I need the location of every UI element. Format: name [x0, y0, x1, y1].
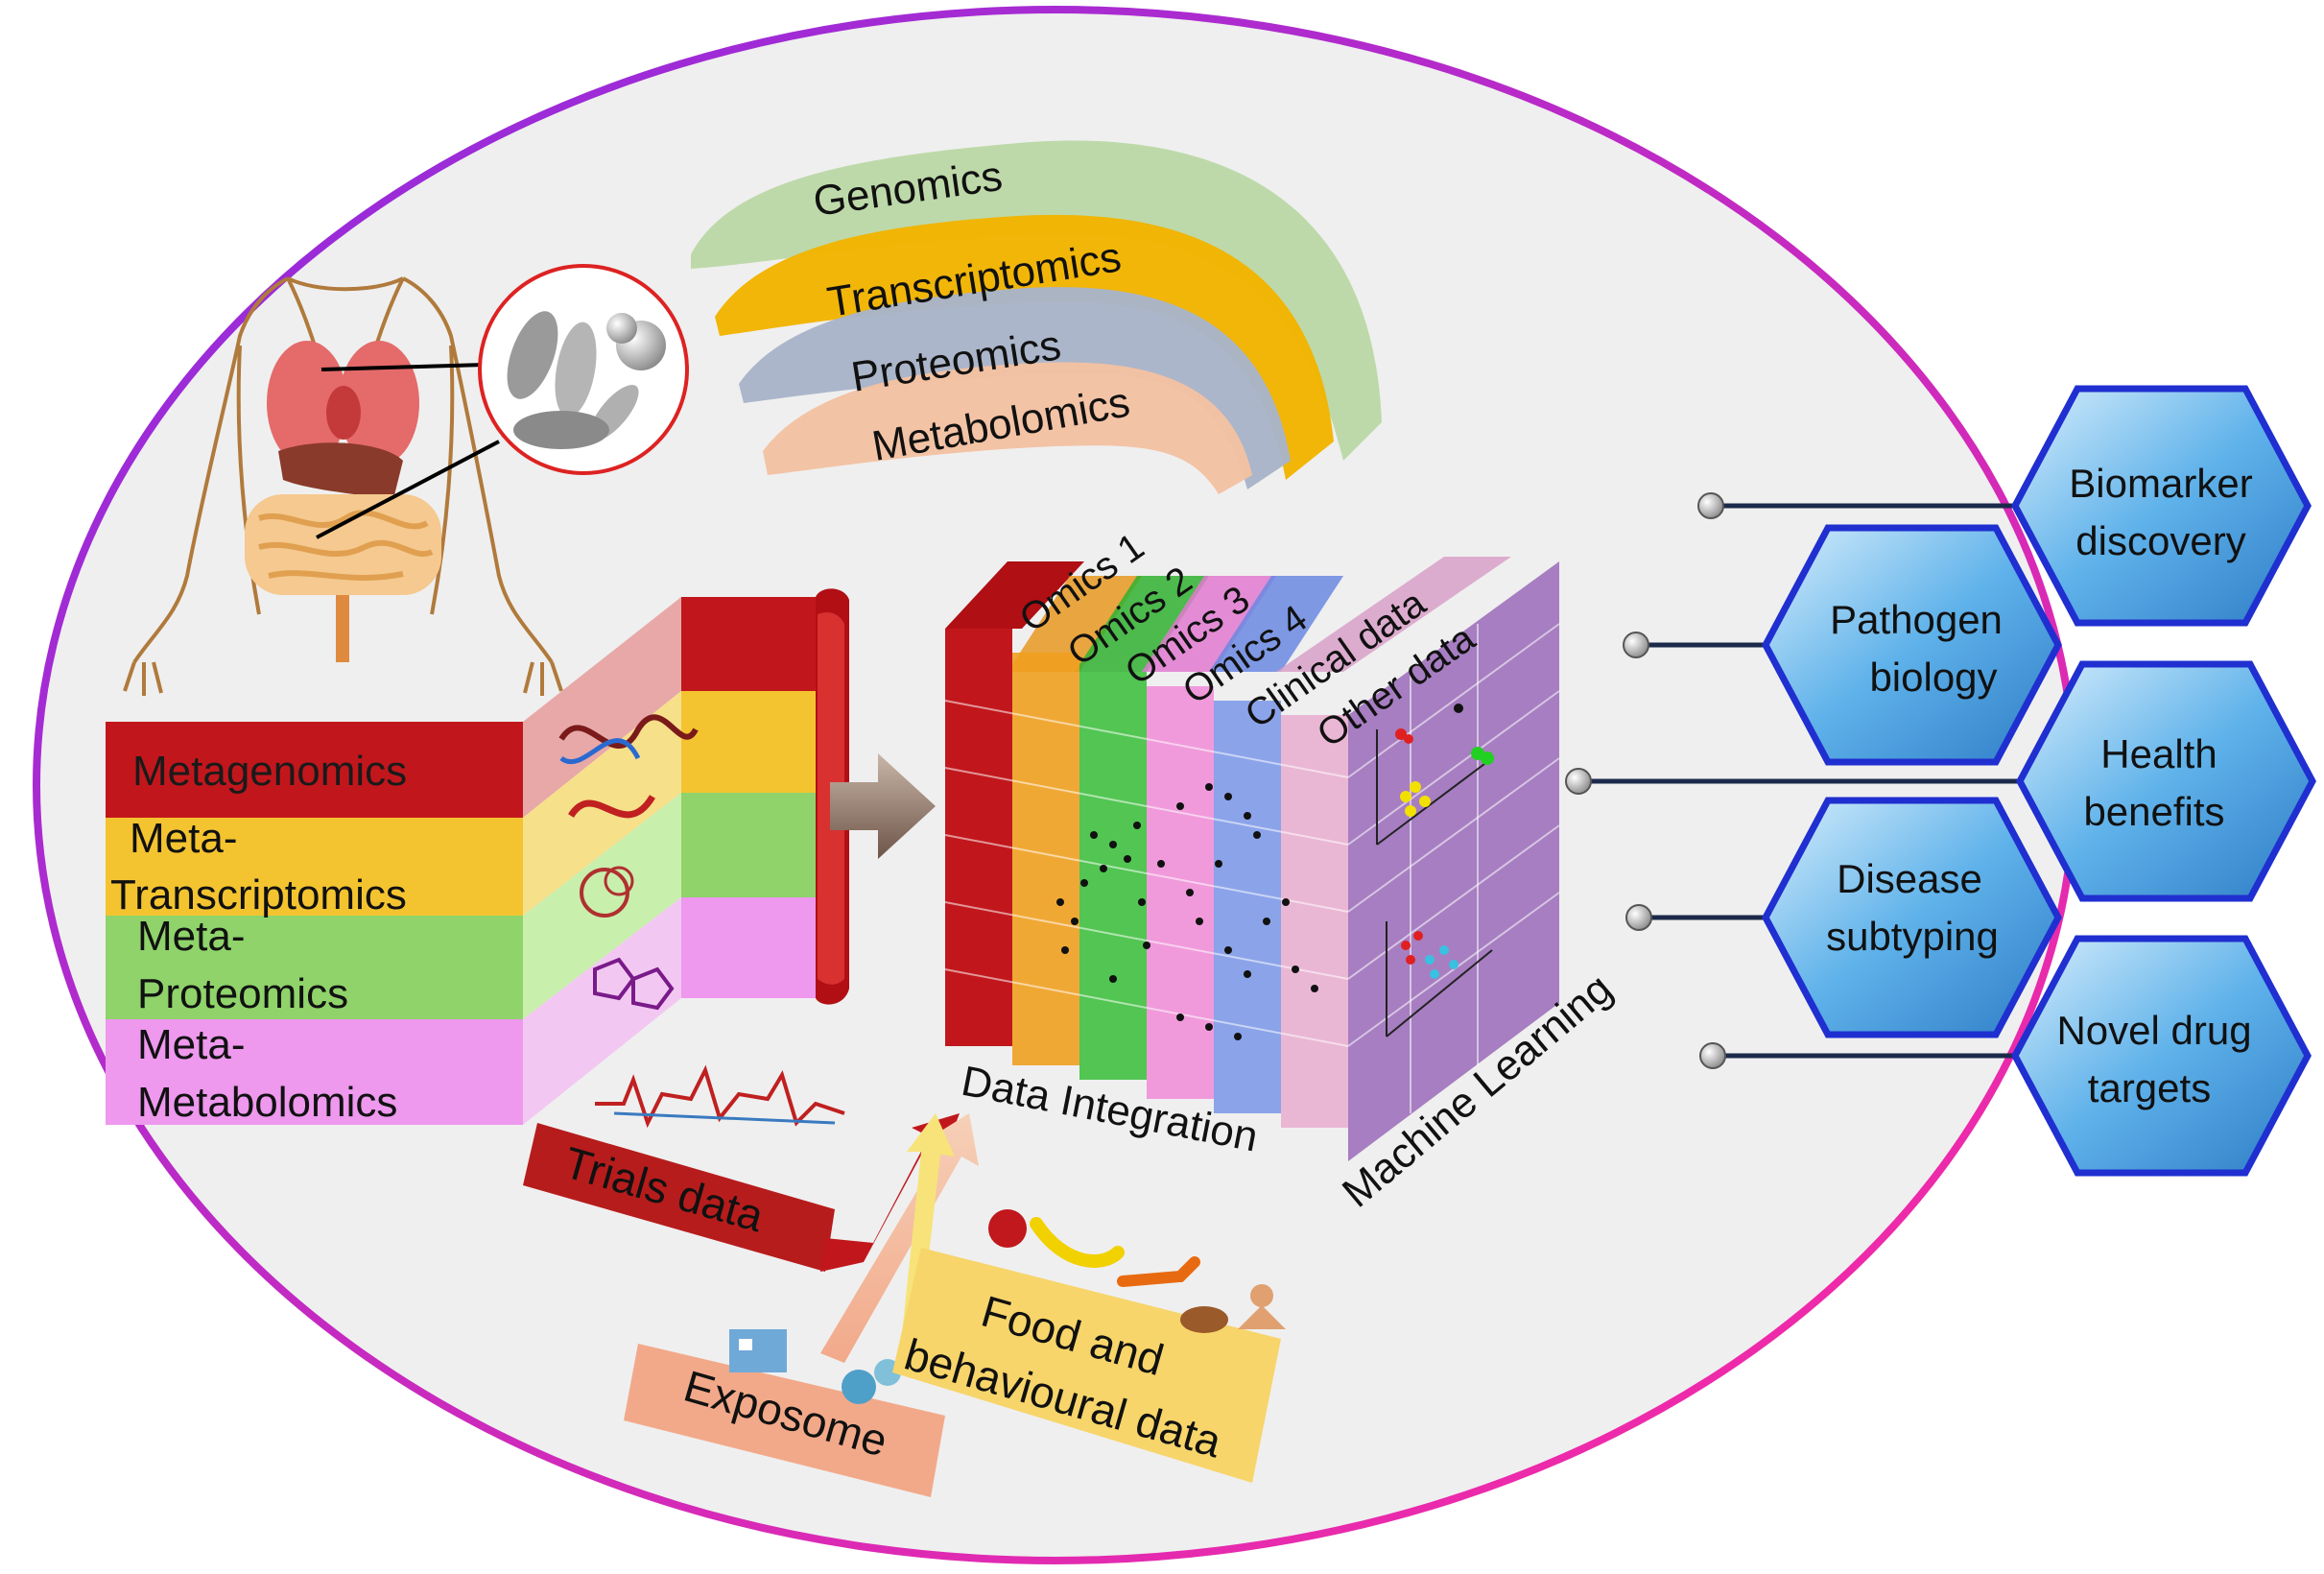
- meta-label-metabolomics-1: Meta-: [137, 1021, 245, 1068]
- hexagon-label-biomarker-1: Biomarker: [2069, 461, 2252, 506]
- meta-label-transcriptomics-2: Transcriptomics: [110, 871, 407, 918]
- outcome-hexagons: Biomarker discovery Pathogen biology Hea…: [1762, 385, 2316, 1177]
- connector-bubbles: [1565, 492, 1726, 1069]
- hexagon-label-health-2: benefits: [2083, 789, 2224, 834]
- data-cube: Omics 1 Omics 2 Omics 3 Omics 4 Clinical…: [944, 525, 1621, 1217]
- hexagon-novel-drug-targets: Novel drug targets: [2011, 935, 2312, 1177]
- organ-illustration: [245, 341, 500, 662]
- cube-layer-omics-3: [1079, 672, 1147, 1080]
- meta-label-proteomics-1: Meta-: [137, 913, 245, 960]
- meta-omics-block: Metagenomics Meta- Transcriptomics Meta-…: [106, 588, 849, 1126]
- hexagon-pathogen-biology: Pathogen biology: [1762, 524, 2062, 766]
- hexagon-label-drug-1: Novel drug: [2056, 1008, 2251, 1053]
- meta-layer-proteomics: [106, 916, 523, 1019]
- stream-genomics: [691, 140, 1382, 461]
- hexagon-disease-subtyping: Disease subtyping: [1762, 797, 2062, 1038]
- cube-layer-clinical: [1214, 701, 1281, 1113]
- meta-layer-transcriptomics: [106, 818, 523, 916]
- hexagon-label-disease-2: subtyping: [1826, 914, 1999, 959]
- stream-transcriptomics: [715, 214, 1334, 480]
- omics-streams: Genomics Transcriptomics Proteomics Meta…: [691, 140, 1382, 494]
- microbiome-illustration: [478, 264, 689, 475]
- hexagon-health-benefits: Health benefits: [2016, 660, 2316, 902]
- meta-layer-metagenomics: [106, 722, 523, 818]
- meta-label-metabolomics-2: Metabolomics: [137, 1079, 397, 1126]
- stream-proteomics: [739, 287, 1291, 489]
- hexagon-label-biomarker-2: discovery: [2075, 518, 2245, 563]
- human-body-illustration: [123, 276, 563, 696]
- hexagon-biomarker-discovery: Biomarker discovery: [2011, 385, 2312, 627]
- hexagon-label-pathogen-2: biology: [1869, 655, 1997, 700]
- cube-layer-omics-4: [1147, 686, 1214, 1099]
- meta-layer-metabolomics: [106, 1019, 523, 1125]
- hexagon-label-drug-2: targets: [2088, 1065, 2211, 1110]
- food-behaviour-input: Food and behavioural data: [892, 1113, 1286, 1483]
- stream-metabolomics: [763, 362, 1252, 494]
- ml-scatter-plots: [1376, 704, 1494, 1037]
- hexagon-label-pathogen-1: Pathogen: [1830, 597, 2003, 642]
- meta-label-transcriptomics-1: Meta-: [130, 815, 237, 862]
- outcome-connectors: [1578, 503, 2020, 1059]
- cube-layer-other: [1281, 715, 1348, 1128]
- meta-label-proteomics-2: Proteomics: [137, 970, 348, 1017]
- integration-arrow: [830, 753, 936, 859]
- meta-label-metagenomics: Metagenomics: [132, 748, 407, 795]
- hexagon-label-disease-1: Disease: [1837, 856, 1982, 901]
- hexagon-label-health-1: Health: [2100, 731, 2217, 776]
